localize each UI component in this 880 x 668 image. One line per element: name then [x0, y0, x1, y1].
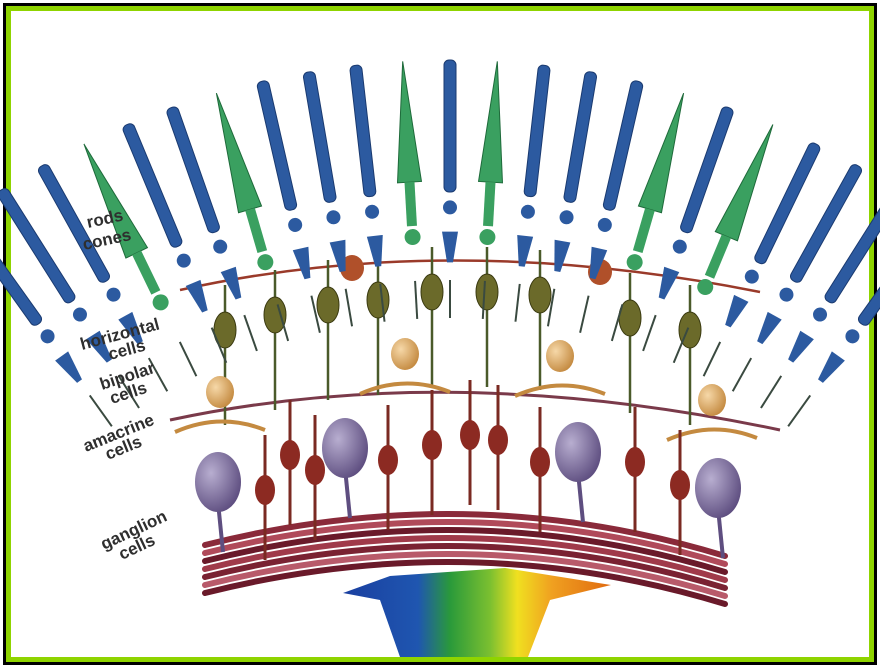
- amacrine-cell: [280, 440, 300, 470]
- amacrine-cell: [422, 430, 442, 460]
- light-spectrum-arrow-icon: [343, 568, 611, 657]
- amacrine-cell: [378, 445, 398, 475]
- horizontal-cell: [476, 274, 498, 310]
- amacrine-cell: [488, 425, 508, 455]
- amacrine-cell: [460, 420, 480, 450]
- amacrine-cell: [625, 447, 645, 477]
- ganglion-cell: [322, 418, 368, 478]
- ganglion-cell: [195, 452, 241, 512]
- horizontal-cell: [421, 274, 443, 310]
- bipolar-cell: [391, 338, 419, 370]
- bipolar-cell: [546, 340, 574, 372]
- amacrine-cell: [255, 475, 275, 505]
- horizontal-cell: [529, 277, 551, 313]
- photoreceptor-rod-icon: [442, 60, 458, 318]
- amacrine-cell: [305, 455, 325, 485]
- ganglion-cell: [695, 458, 741, 518]
- photoreceptor-cone-icon: [600, 90, 695, 344]
- horizontal-cell: [317, 287, 339, 323]
- bipolar-cell: [206, 376, 234, 408]
- horizontal-cell: [367, 282, 389, 318]
- amacrine-cell: [670, 470, 690, 500]
- bipolar-cell: [698, 384, 726, 416]
- ganglion-cell: [555, 422, 601, 482]
- photoreceptor-rod-icon: [164, 105, 265, 354]
- photoreceptor-cone-icon: [205, 90, 300, 344]
- photoreceptor-rod-icon: [348, 64, 393, 322]
- amacrine-cell: [530, 447, 550, 477]
- horizontal-cell: [264, 297, 286, 333]
